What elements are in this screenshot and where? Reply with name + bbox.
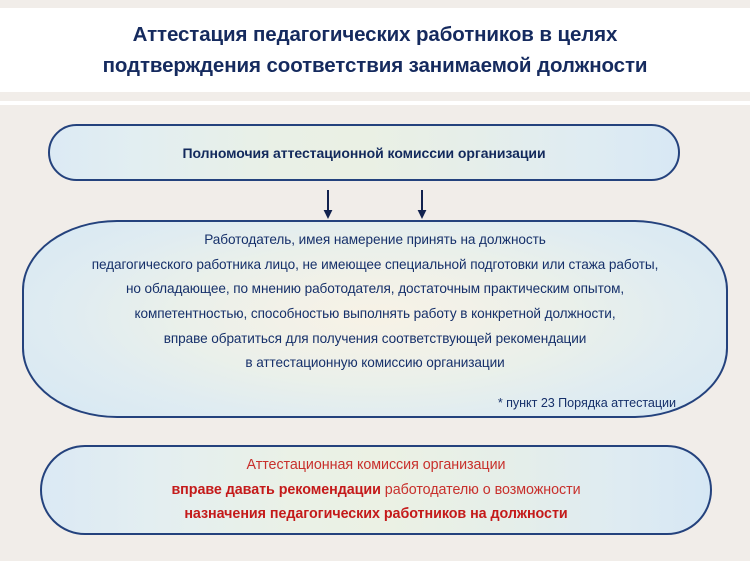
box-commission-recommendation: Аттестационная комиссия организации впра… [40,445,712,535]
header-bottom-rule-secondary [0,101,750,105]
provision-line-2: педагогического работника лицо, не имеющ… [91,256,659,272]
recommendation-line-1: Аттестационная комиссия организации [246,457,506,474]
down-arrow-icon-left [321,190,335,220]
recommendation-line-3: назначения педагогических работников на … [184,506,568,523]
provision-line-1: Работодатель, имея намерение принять на … [204,232,546,248]
box-powers-of-commission-label: Полномочия аттестационной комиссии орган… [182,144,546,161]
provision-line-6: в аттестационную комиссию организации [245,355,505,371]
provision-line-4: компетентностью, способностью выполнять … [134,306,616,321]
provision-line-3: но обладающее, по мнению работодателя, д… [125,281,625,297]
box-commission-recommendation-text: Аттестационная комиссия организации впра… [171,453,580,527]
provision-line-5: вправе обратиться для получения соответс… [163,330,587,346]
slide-header: Аттестация педагогических работников в ц… [0,8,750,92]
header-bottom-rule [0,92,750,101]
box-powers-of-commission: Полномочия аттестационной комиссии орган… [48,124,680,181]
header-top-rule [0,0,750,8]
down-arrow-icon-right [415,190,429,220]
page-title-line-2: подтверждения соответствия занимаемой до… [102,54,648,77]
page-title: Аттестация педагогических работников в ц… [103,19,648,81]
box-employer-provision-text: Работодатель, имея намерение принять на … [58,228,692,376]
recommendation-line-2-bold: вправе давать рекомендации [171,481,381,498]
box-employer-provision: Работодатель, имея намерение принять на … [22,220,728,418]
provision-footnote: * пункт 23 Порядка аттестации [497,395,676,410]
page-title-line-1: Аттестация педагогических работников в ц… [132,23,618,46]
recommendation-line-2-regular: работодателю о возможности [380,481,581,498]
recommendation-line-2: вправе давать рекомендации работодателю … [171,478,580,503]
